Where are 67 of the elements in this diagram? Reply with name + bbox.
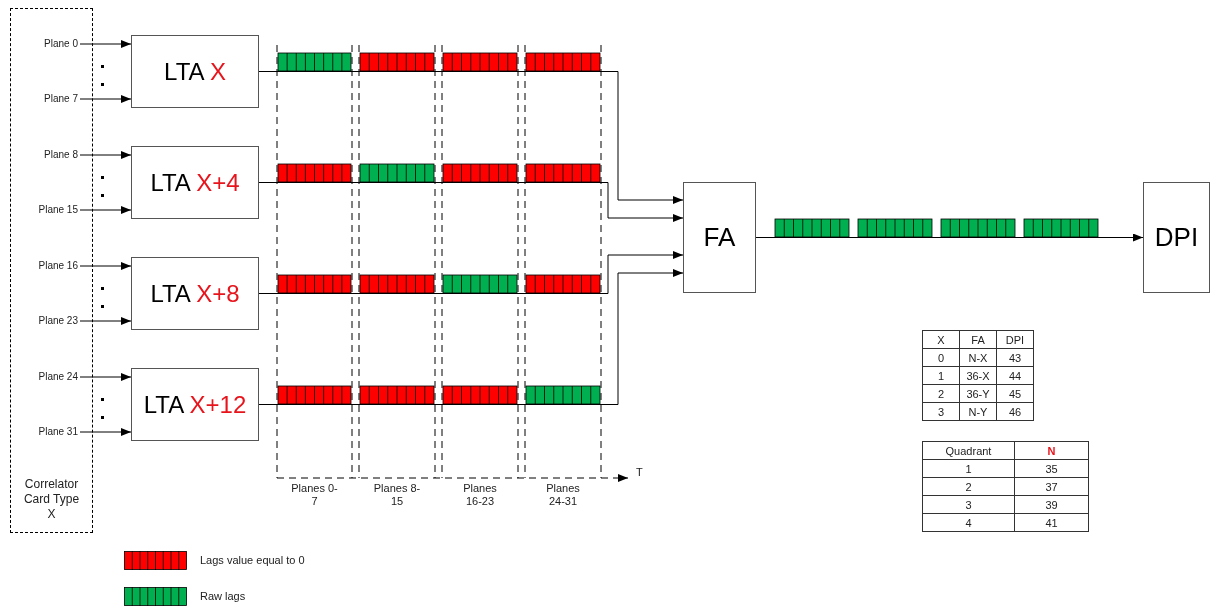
table-cell: Quadrant <box>922 441 1015 460</box>
table-cell: 0 <box>922 348 960 367</box>
plane-label: Plane 24 <box>16 370 78 384</box>
table-cell: 41 <box>1014 513 1089 532</box>
legend-label: Lags value equal to 0 <box>200 554 305 567</box>
process-box <box>683 182 756 293</box>
table-cell: 1 <box>922 459 1015 478</box>
table-cell: 45 <box>996 384 1034 403</box>
box-label: LTA X+4 <box>150 168 240 197</box>
table-cell: 3 <box>922 495 1015 514</box>
box-label: LTA X+8 <box>150 279 240 308</box>
process-box <box>131 368 259 441</box>
box-label: FA <box>703 222 736 253</box>
table-cell: X <box>922 330 960 349</box>
table-cell: 39 <box>1014 495 1089 514</box>
arrow <box>79 151 132 159</box>
arrow <box>79 428 132 436</box>
table-cell: 2 <box>922 477 1015 496</box>
column-label: Planes 16-23 <box>462 482 498 508</box>
table-cell: 43 <box>996 348 1034 367</box>
table-cell: 37 <box>1014 477 1089 496</box>
table-cell: 36-Y <box>959 384 997 403</box>
column-label: Planes 0-7 <box>290 482 339 508</box>
table-cell: DPI <box>996 330 1034 349</box>
process-box <box>131 257 259 330</box>
box-label: LTA X+12 <box>143 390 247 419</box>
plane-label: Plane 15 <box>16 203 78 217</box>
arrow <box>258 71 684 204</box>
dashed-group-box <box>10 8 93 533</box>
process-box <box>131 146 259 219</box>
table-cell: 2 <box>922 384 960 403</box>
group-label: Correlator Card Type X <box>23 477 80 522</box>
plane-label: Plane 16 <box>16 259 78 273</box>
arrow <box>755 233 1144 242</box>
table-cell: 44 <box>996 366 1034 385</box>
arrow <box>79 206 132 214</box>
box-label: DPI <box>1154 222 1199 253</box>
process-box <box>1143 182 1210 293</box>
arrow <box>79 40 132 48</box>
process-box <box>131 35 259 108</box>
table-cell: 4 <box>922 513 1015 532</box>
box-label: LTA X <box>164 57 226 86</box>
table-cell: 35 <box>1014 459 1089 478</box>
table-cell: 3 <box>922 402 960 421</box>
arrow <box>79 95 132 103</box>
table-cell: 46 <box>996 402 1034 421</box>
table-cell: N-Y <box>959 402 997 421</box>
arrow <box>258 251 684 294</box>
column-label: Planes 24-31 <box>545 482 581 508</box>
arrow <box>258 182 684 222</box>
column-label: Planes 8-15 <box>372 482 422 508</box>
table-cell: 36-X <box>959 366 997 385</box>
arrow <box>79 373 132 381</box>
legend-label: Raw lags <box>200 590 246 603</box>
arrow <box>79 317 132 325</box>
plane-label: Plane 31 <box>16 425 78 439</box>
plane-label: Plane 0 <box>16 37 78 51</box>
plane-label: Plane 23 <box>16 314 78 328</box>
plane-label: Plane 8 <box>16 148 78 162</box>
table-cell: N-X <box>959 348 997 367</box>
arrow <box>258 269 684 405</box>
table-cell: FA <box>959 330 997 349</box>
plane-label: Plane 7 <box>16 92 78 106</box>
table-cell: 1 <box>922 366 960 385</box>
axis-label: T <box>636 466 643 479</box>
table-cell: N <box>1014 441 1089 460</box>
arrow <box>79 262 132 270</box>
